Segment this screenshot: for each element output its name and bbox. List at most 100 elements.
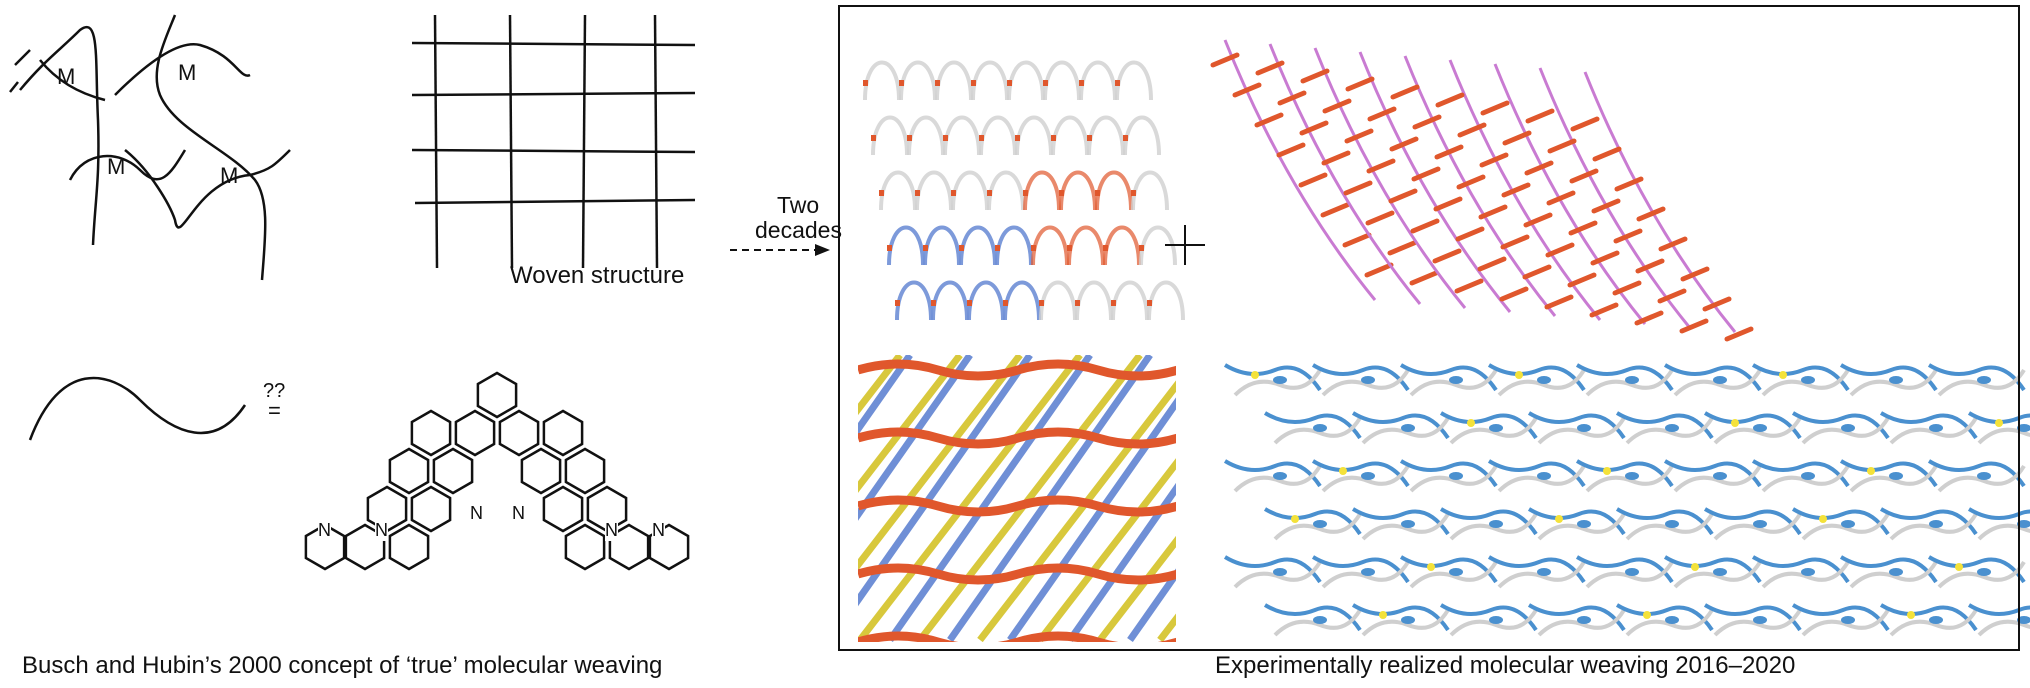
blue-thread — [1399, 363, 1498, 392]
orange-strand — [858, 359, 1176, 381]
lattice-stick — [1502, 130, 1532, 146]
lattice-strand — [1358, 51, 1512, 313]
blue-node — [1489, 616, 1503, 624]
grey-thread — [1625, 608, 1714, 637]
lattice-stick — [1589, 302, 1619, 318]
blue-node — [1977, 376, 1991, 384]
blue-thread — [1703, 603, 1802, 632]
ring — [542, 485, 584, 533]
blue-node — [1273, 568, 1287, 576]
blue-thread — [1311, 555, 1410, 584]
blue-thread — [1311, 459, 1410, 488]
blue-node — [1361, 376, 1375, 384]
nitrogen-label: N — [605, 520, 618, 541]
grey-thread — [1977, 523, 2030, 541]
grey-thread — [1713, 608, 1802, 637]
ring — [648, 523, 690, 571]
lattice-stick — [1480, 100, 1510, 116]
metal-node — [1467, 419, 1475, 427]
blue-node — [1401, 520, 1415, 528]
linker-mark — [1087, 135, 1092, 141]
yellow-strand — [858, 355, 903, 416]
metal-label: M — [178, 60, 197, 85]
ring — [454, 409, 496, 457]
lattice-stick — [1299, 120, 1329, 136]
blue-thread — [1751, 555, 1850, 584]
ring — [564, 523, 606, 571]
blue-node — [1929, 424, 1943, 432]
blue-node — [2017, 520, 2030, 528]
nitrogen-label: N — [318, 520, 331, 541]
linker-mark — [979, 135, 984, 141]
linker-mark — [871, 135, 876, 141]
lattice-stick — [1345, 76, 1375, 92]
lattice-stick — [1367, 106, 1397, 122]
lattice-stick — [1614, 176, 1644, 192]
metal-node — [1643, 611, 1651, 619]
blue-thread — [1487, 363, 1586, 392]
blue-node — [1577, 616, 1591, 624]
blue-node — [1449, 376, 1463, 384]
blue-thread — [1527, 603, 1626, 632]
metal-node — [1819, 515, 1827, 523]
lattice-strand — [1448, 59, 1602, 321]
results-frame — [838, 5, 2020, 651]
lattice-stick — [1390, 84, 1420, 100]
blue-thread — [1663, 459, 1762, 488]
blue-thread — [1927, 555, 2026, 584]
blue-thread — [1575, 363, 1674, 392]
blue-thread — [1879, 411, 1978, 440]
linker-mark — [887, 245, 892, 251]
woven-grid — [411, 14, 696, 269]
blue-node — [1713, 472, 1727, 480]
blue-node — [2017, 424, 2030, 432]
grey-thread — [1233, 464, 1322, 493]
blue-node — [1449, 568, 1463, 576]
lattice-stick — [1320, 202, 1350, 218]
lattice-stick — [1342, 232, 1372, 248]
linker-mark — [1111, 300, 1116, 306]
lattice-stick — [1634, 310, 1664, 326]
blue-thread — [1839, 459, 1938, 488]
panel-2d-lattice-sticks — [1210, 39, 1754, 342]
linker-mark — [1115, 80, 1120, 86]
linker-mark — [1095, 190, 1100, 196]
question-label: ?? — [263, 380, 286, 402]
linker-mark — [1139, 245, 1144, 251]
right-caption: Experimentally realized molecular weavin… — [1215, 652, 1796, 679]
blue-thread — [1615, 411, 1714, 440]
lattice-strand — [1403, 55, 1557, 317]
blue-node — [1801, 472, 1815, 480]
left-caption: Busch and Hubin’s 2000 concept of ‘true’… — [22, 652, 663, 679]
grey-thread — [1409, 368, 1498, 397]
lattice-stick — [1500, 234, 1530, 250]
blue-thread — [1439, 507, 1538, 536]
lattice-stick — [1547, 138, 1577, 154]
grey-thread — [1937, 464, 2026, 493]
blue-thread — [1351, 411, 1450, 440]
lattice-stick — [1657, 288, 1687, 304]
linker-mark — [1031, 245, 1036, 251]
grey-thread — [1673, 368, 1762, 397]
metal-node — [1907, 611, 1915, 619]
grey-thread — [1713, 512, 1802, 541]
grey-thread — [1537, 608, 1626, 637]
lattice-stick — [1545, 242, 1575, 258]
blue-node — [1889, 376, 1903, 384]
yellow-strand — [858, 355, 963, 493]
blue-node — [1625, 472, 1639, 480]
blue-node — [1361, 472, 1375, 480]
metal-node — [1867, 467, 1875, 475]
blue-node — [1665, 520, 1679, 528]
lattice-stick — [1364, 262, 1394, 278]
metal-node — [1955, 563, 1963, 571]
grey-thread — [1585, 464, 1674, 493]
blue-node — [1313, 520, 1327, 528]
grey-thread — [1321, 464, 1410, 493]
blue-strand — [858, 355, 913, 436]
blue-thread — [1527, 507, 1626, 536]
lattice-stick — [1435, 92, 1465, 108]
grey-thread — [1937, 368, 2026, 397]
blue-node — [1977, 568, 1991, 576]
linker-mark — [895, 300, 900, 306]
